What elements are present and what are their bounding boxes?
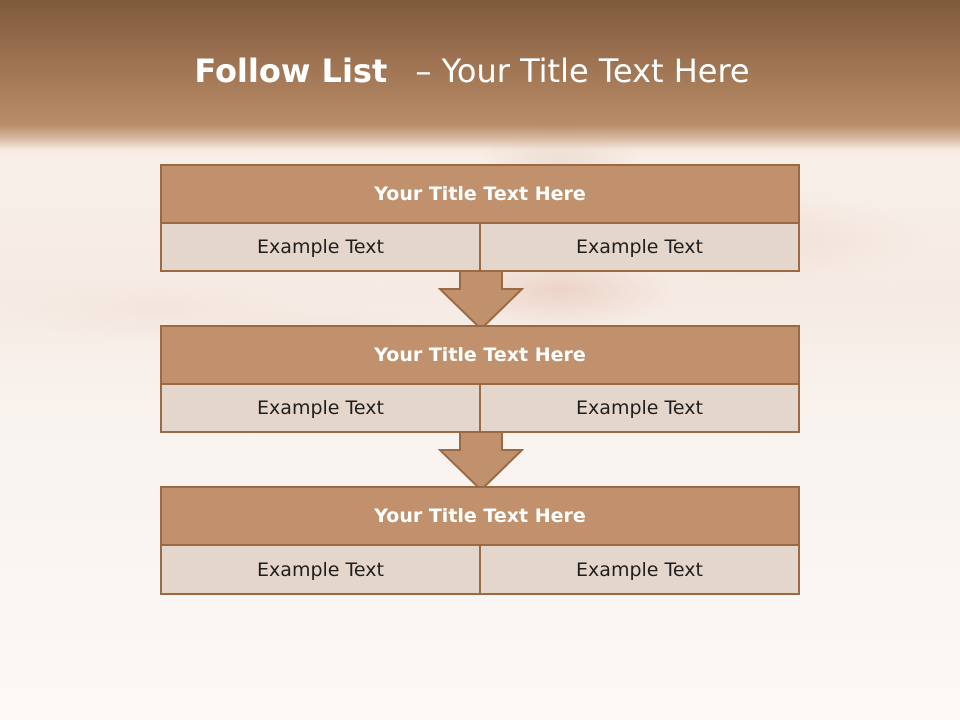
step-box-2: Your Title Text Here Example Text Exampl… (160, 325, 800, 433)
step-row-3: Example Text Example Text (162, 546, 798, 593)
slide-title-bold: Follow List (194, 52, 388, 90)
down-arrow-1 (438, 270, 524, 330)
step-1-right-text: Example Text (479, 224, 798, 270)
step-title-3: Your Title Text Here (162, 488, 798, 546)
step-row-1: Example Text Example Text (162, 224, 798, 270)
step-row-2: Example Text Example Text (162, 385, 798, 431)
slide-title-dash: – (415, 52, 432, 90)
slide-title: Follow List – Your Title Text Here (0, 52, 944, 90)
step-3-left-text: Example Text (162, 546, 479, 593)
down-arrow-2 (438, 431, 524, 491)
slide-title-rest: Your Title Text Here (441, 52, 750, 90)
step-title-2: Your Title Text Here (162, 327, 798, 385)
header-band (0, 0, 960, 160)
step-2-right-text: Example Text (479, 385, 798, 431)
step-3-right-text: Example Text (479, 546, 798, 593)
step-2-left-text: Example Text (162, 385, 479, 431)
step-box-1: Your Title Text Here Example Text Exampl… (160, 164, 800, 272)
step-title-1: Your Title Text Here (162, 166, 798, 224)
step-box-3: Your Title Text Here Example Text Exampl… (160, 486, 800, 595)
step-1-left-text: Example Text (162, 224, 479, 270)
